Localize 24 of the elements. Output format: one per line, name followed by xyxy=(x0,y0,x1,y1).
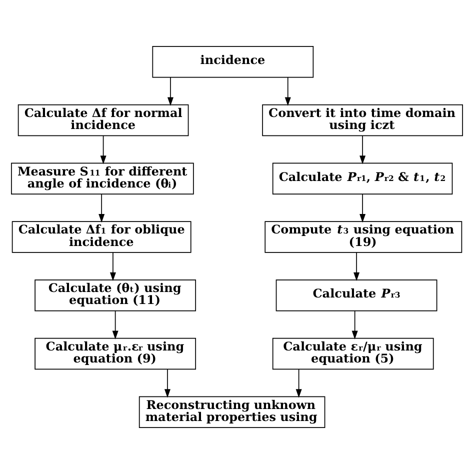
arrow xyxy=(110,252,116,281)
node-box: Measure S11 for different angle of incidence (θi) xyxy=(11,162,194,195)
arrow xyxy=(296,368,302,398)
node-box: Reconstructing unknown material properties using xyxy=(138,396,326,428)
arrow xyxy=(167,77,174,106)
node-box: Calculate εr/μr using equation (5) xyxy=(272,338,434,370)
arrow xyxy=(284,77,291,106)
node-box: Calculate Δf for normal incidence xyxy=(18,104,189,136)
arrow xyxy=(360,194,366,223)
arrow xyxy=(352,310,358,340)
node-box: Calculate μr.εr using equation (9) xyxy=(34,338,196,370)
node-box: Convert it into time domain using iczt xyxy=(262,104,463,136)
arrow xyxy=(354,252,360,281)
node-box: Calculate Pr1, Pr2 & t1, t2 xyxy=(272,162,453,195)
arrow xyxy=(112,310,118,340)
arrow xyxy=(164,368,170,398)
node-box: Calculate (θt) using equation (11) xyxy=(34,280,196,312)
node-box: incidence xyxy=(152,46,314,78)
arrow xyxy=(98,194,105,223)
arrow xyxy=(360,135,366,164)
arrow xyxy=(100,135,106,164)
node-box: Calculate Δf1 for oblique incidence xyxy=(12,221,192,253)
node-box: Compute t3 using equation (19) xyxy=(264,221,462,253)
node-box: Calculate Pr3 xyxy=(276,280,438,312)
